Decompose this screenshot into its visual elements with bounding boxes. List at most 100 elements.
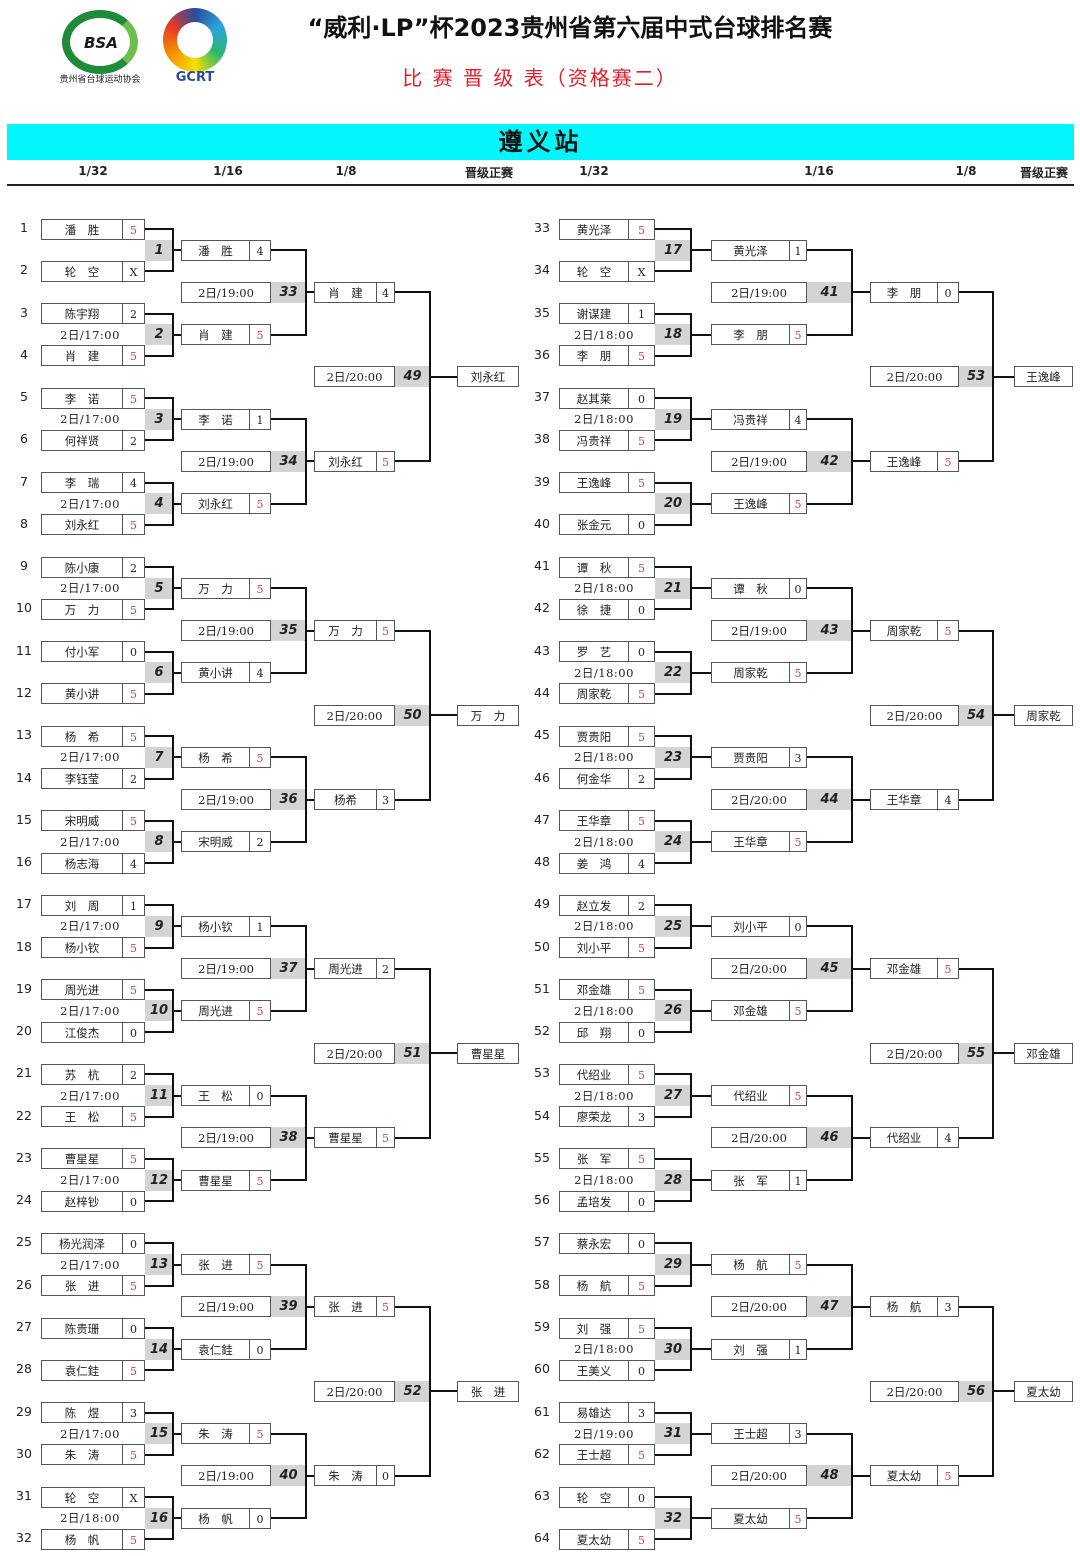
bracket-connector (655, 270, 691, 273)
seed-number: 17 (16, 896, 32, 912)
bracket-connector (271, 502, 306, 505)
match-time: 2日/20:00 (711, 958, 807, 980)
bracket-connector (655, 692, 691, 695)
player-name: 刘 周 (41, 894, 123, 916)
bracket-connector (173, 1009, 181, 1012)
round16-entrant-name: 杨 希 (181, 746, 250, 768)
match-number-box: 56 (959, 1380, 993, 1402)
player-score: 5 (122, 937, 145, 959)
bracket-connector (691, 1348, 711, 1351)
bracket-connector (807, 249, 852, 252)
player-name: 王美义 (559, 1359, 629, 1381)
seed-number: 13 (16, 727, 32, 743)
player-score: 5 (122, 598, 145, 620)
match-number-box: 38 (271, 1127, 306, 1149)
bracket-connector (691, 1179, 711, 1182)
match-time: 2日/19:00 (181, 1127, 271, 1149)
seed-number: 52 (534, 1023, 550, 1039)
player-name: 苏 杭 (41, 1063, 123, 1085)
round16-entrant-name: 杨小钦 (181, 915, 250, 937)
bracket-connector (271, 671, 306, 674)
seed-number: 50 (534, 938, 550, 954)
player-name: 廖荣龙 (559, 1106, 629, 1128)
bracket-connector (271, 925, 306, 928)
round16-entrant-score: 5 (789, 1085, 807, 1107)
round16-entrant-name: 李 朋 (711, 324, 790, 346)
bracket-connector (173, 840, 181, 843)
player-name: 杨光润泽 (41, 1232, 123, 1254)
match-number-box: 46 (807, 1127, 852, 1149)
round16-entrant-name: 袁仁銈 (181, 1338, 250, 1360)
bracket-connector (271, 756, 306, 759)
bracket-connector (807, 840, 852, 843)
round16-entrant-score: 1 (249, 915, 271, 937)
bracket-connector (655, 819, 691, 822)
bracket-connector (145, 1073, 173, 1076)
bracket-connector (173, 333, 181, 336)
round16-entrant-name: 王华章 (711, 831, 790, 853)
player-name: 张 进 (41, 1275, 123, 1297)
player-name: 孟培发 (559, 1190, 629, 1212)
match-time: 2日/18:00 (574, 665, 634, 680)
bracket-connector (145, 1538, 173, 1541)
bracket-connector (655, 1327, 691, 1330)
bracket-connector (691, 502, 711, 505)
match-time: 2日/18:00 (60, 1511, 120, 1526)
seed-number: 25 (16, 1234, 32, 1250)
player-score: 5 (122, 1148, 145, 1170)
round8-entrant-score: 5 (376, 620, 395, 642)
match-number-box: 8 (145, 831, 173, 853)
bracket-connector (655, 1411, 691, 1414)
match-number-box: 23 (655, 746, 691, 768)
match-time: 2日/17:00 (60, 581, 120, 596)
bracket-connector (145, 1115, 173, 1118)
seed-number: 19 (16, 980, 32, 996)
seed-number: 60 (534, 1361, 550, 1377)
match-time: 2日/17:00 (60, 834, 120, 849)
bracket-connector (691, 587, 711, 590)
seed-number: 28 (16, 1361, 32, 1377)
round8-entrant-name: 代绍业 (870, 1127, 938, 1149)
round8-entrant-score: 5 (937, 450, 959, 472)
bracket-connector (655, 439, 691, 442)
player-score: 4 (628, 852, 655, 874)
bracket-connector (655, 1284, 691, 1287)
bracket-connector (430, 1052, 457, 1055)
match-number-box: 53 (959, 366, 993, 388)
player-score: 2 (628, 768, 655, 789)
bracket-connector (655, 228, 691, 230)
player-name: 赵立发 (559, 894, 629, 916)
round8-entrant-score: 5 (376, 450, 395, 472)
player-name: 杨 帆 (41, 1528, 123, 1550)
seed-number: 53 (534, 1065, 550, 1081)
bracket-connector (271, 1179, 306, 1182)
match-number-box: 11 (145, 1085, 173, 1107)
match-time: 2日/20:00 (870, 366, 959, 388)
player-name: 付小军 (41, 641, 123, 663)
bracket-connector (173, 418, 181, 421)
bracket-connector (691, 1094, 711, 1097)
bracket-connector (395, 291, 430, 294)
round16-entrant-name: 张 军 (711, 1169, 790, 1191)
seed-number: 22 (16, 1107, 32, 1123)
bracket-connector (271, 418, 306, 421)
bracket-connector (993, 714, 1014, 717)
player-score: 0 (628, 1359, 655, 1381)
round8-entrant-score: 0 (376, 1465, 395, 1487)
player-name: 罗 艺 (559, 641, 629, 663)
match-number-box: 52 (395, 1380, 430, 1402)
match-time: 2日/20:00 (711, 1127, 807, 1149)
player-score: 5 (628, 979, 655, 1001)
round16-entrant-name: 冯贵祥 (711, 408, 790, 430)
round16-entrant-score: 0 (789, 577, 807, 599)
round16-entrant-score: 4 (249, 239, 271, 261)
round16-entrant-score: 4 (789, 408, 807, 430)
seed-number: 40 (534, 515, 550, 531)
match-number-box: 34 (271, 450, 306, 472)
player-name: 张金元 (559, 514, 629, 536)
bracket-connector (807, 925, 852, 928)
seed-number: 39 (534, 473, 550, 489)
column-header-right-1-32: 1/32 (579, 164, 609, 178)
player-score: 3 (628, 1106, 655, 1128)
player-name: 潘 胜 (41, 218, 123, 240)
